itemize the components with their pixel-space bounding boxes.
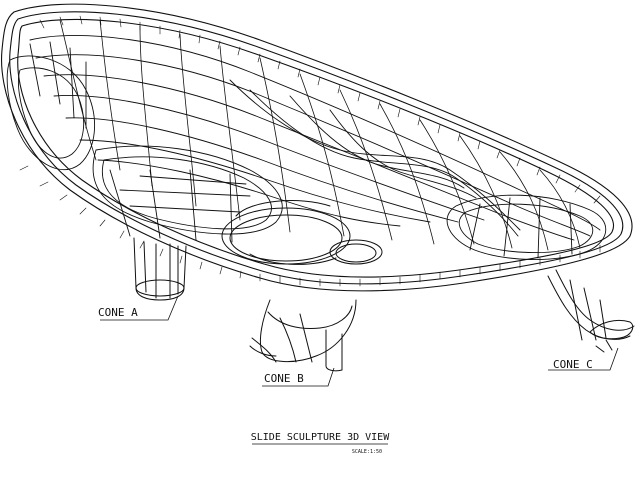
rim-hatching: [19, 15, 601, 287]
central-funnel: [221, 200, 383, 265]
cone-c-label: CONE C: [553, 358, 593, 371]
left-pocket: [6, 41, 95, 170]
cone-c-structure: [547, 269, 635, 353]
support-cones: [133, 237, 635, 372]
cone-a-leader: [100, 295, 179, 321]
drawing-title: SLIDE SCULPTURE 3D VIEW: [251, 432, 390, 443]
central-platform: [92, 145, 283, 243]
callout-leaders: [100, 295, 619, 387]
sculpture-wireframe: [0, 3, 633, 292]
cone-b-leader: [262, 367, 335, 387]
cone-c-leader: [548, 347, 619, 371]
drawing-scale: SCALE:1:50: [352, 449, 382, 455]
outer-rim: [0, 3, 633, 292]
cross-ribs: [59, 19, 581, 251]
cone-b-label: CONE B: [264, 372, 304, 385]
right-pocket: [446, 194, 607, 260]
cone-a-label: CONE A: [98, 306, 138, 319]
cone-a-structure: [133, 237, 187, 301]
cone-b-structure: [249, 299, 357, 372]
basin-contours: [29, 34, 601, 241]
